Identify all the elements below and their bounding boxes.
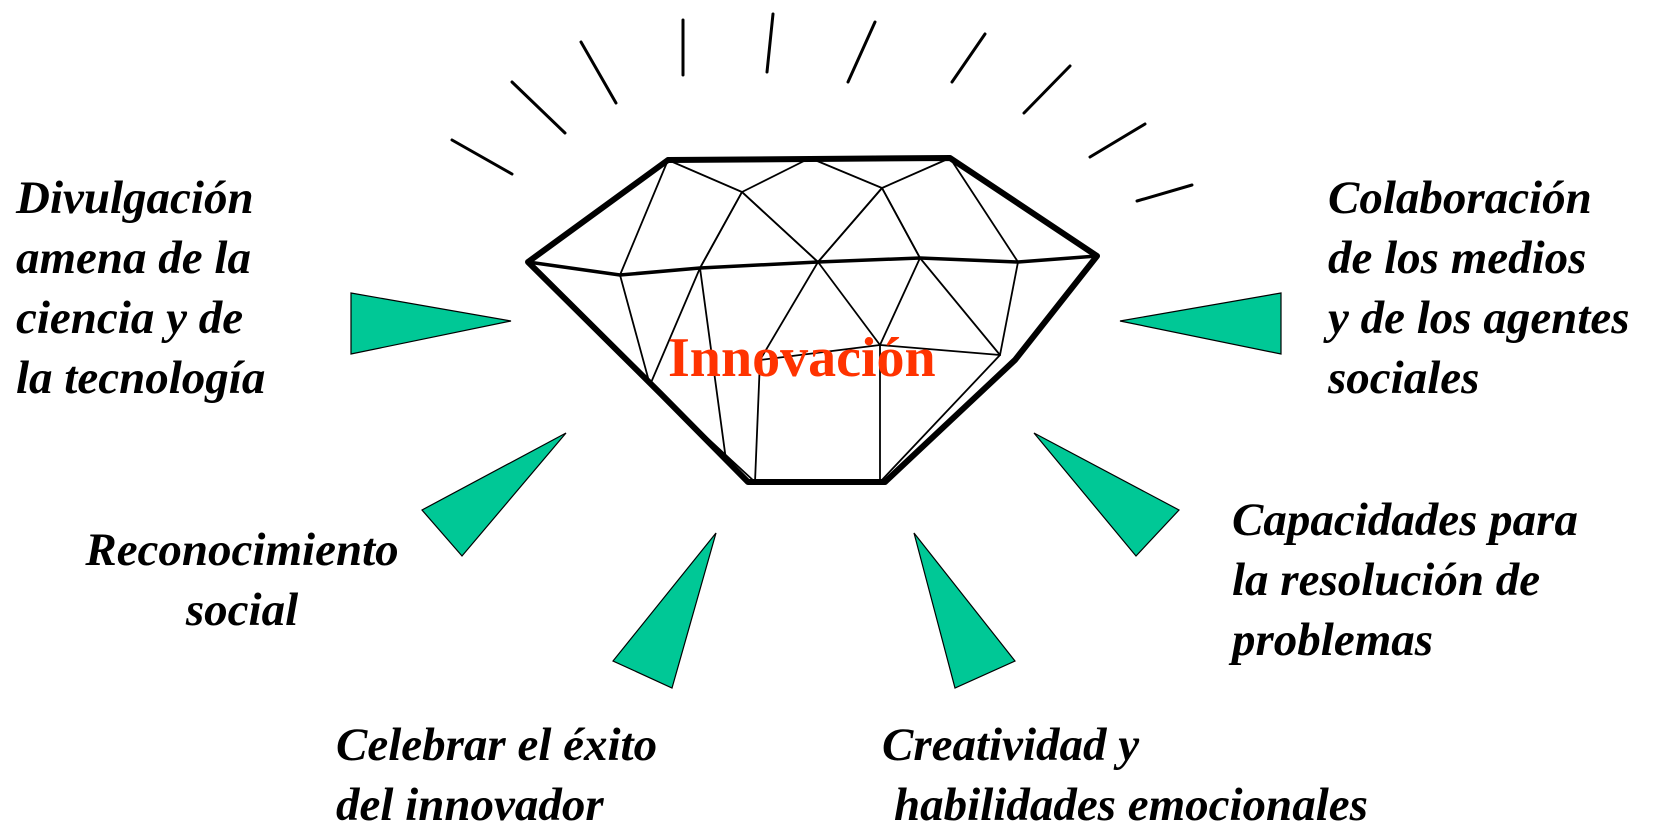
center-label-innovacion: Innovación <box>668 327 936 389</box>
label-divulgacion: Divulgación amena de la ciencia y de la … <box>16 168 265 408</box>
label-line: amena de la <box>16 232 251 284</box>
pointer-triangle <box>1119 292 1282 355</box>
sparkle-rays <box>450 12 1194 203</box>
label-line: y de los agentes <box>1328 292 1630 344</box>
sparkle-ray <box>1022 64 1072 115</box>
label-line: Capacidades para <box>1232 494 1578 546</box>
label-creatividad: Creatividad y habilidades emocionales <box>882 715 1368 835</box>
pointers <box>350 292 1282 689</box>
label-line: sociales <box>1328 352 1480 404</box>
label-line: social <box>185 584 299 636</box>
diamond-icon <box>525 155 1100 485</box>
label-line: habilidades emocionales <box>894 779 1368 831</box>
pointer-triangle <box>421 432 567 557</box>
label-line: la tecnología <box>16 352 266 404</box>
label-capacidades: Capacidades para la resolución de proble… <box>1232 490 1578 670</box>
pointer-triangle <box>1033 432 1180 557</box>
sparkle-ray <box>1088 122 1147 159</box>
pointer-triangle <box>612 532 717 689</box>
sparkle-ray <box>846 20 877 84</box>
label-line: Colaboración <box>1328 172 1592 224</box>
label-line: del innovador <box>336 779 604 831</box>
label-line: Celebrar el éxito <box>336 719 658 771</box>
sparkle-ray <box>510 80 567 135</box>
label-line: ciencia y de <box>16 292 244 344</box>
sparkle-ray <box>765 12 775 74</box>
label-celebrar: Celebrar el éxito del innovador <box>336 715 657 835</box>
label-reconocimiento: Reconocimiento social <box>62 520 422 640</box>
sparkle-ray <box>1135 183 1194 203</box>
label-line: Divulgación <box>16 172 254 224</box>
label-line: la resolución de <box>1232 554 1541 606</box>
sparkle-ray <box>579 40 618 105</box>
label-line: Reconocimiento <box>85 524 399 576</box>
label-line: problemas <box>1232 614 1434 666</box>
sparkle-ray <box>950 32 987 84</box>
label-colaboracion: Colaboración de los medios y de los agen… <box>1328 168 1630 408</box>
label-line: de los medios <box>1328 232 1587 284</box>
sparkle-ray <box>450 138 514 176</box>
pointer-triangle <box>913 532 1016 689</box>
label-line: Creatividad y <box>882 719 1140 771</box>
pointer-triangle <box>350 292 512 355</box>
